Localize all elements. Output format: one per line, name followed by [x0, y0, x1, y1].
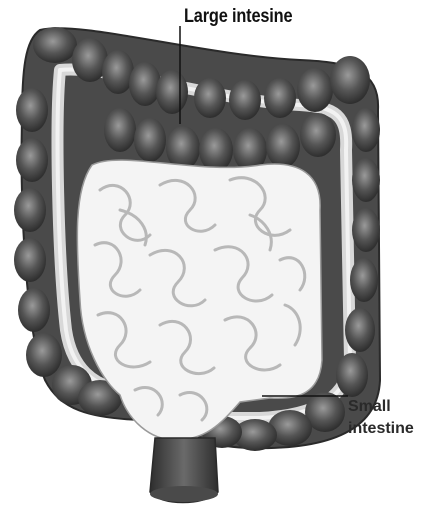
- small-intestine-label: Small intestine: [348, 396, 414, 440]
- small-intestine-label-line2: intestine: [348, 418, 414, 440]
- small-intestine-label-line1: Small: [348, 396, 414, 418]
- rectum: [150, 438, 218, 503]
- large-intestine-label: Large intesine: [184, 6, 292, 28]
